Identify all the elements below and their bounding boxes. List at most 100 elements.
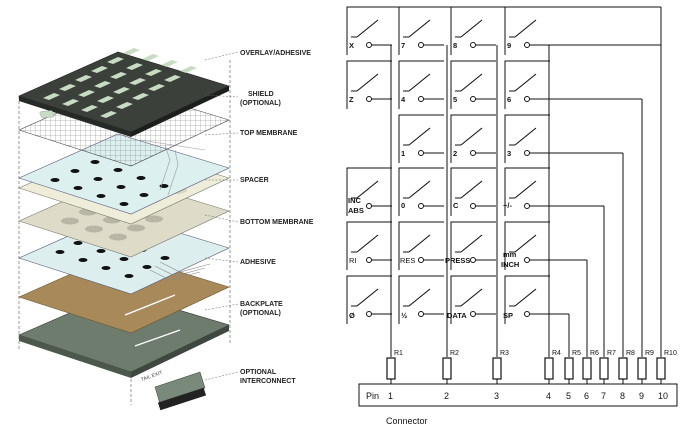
resistor-label-3: R3 (500, 350, 509, 357)
switch-frame (450, 275, 496, 324)
backplate-edge (19, 335, 131, 378)
switch-blade (408, 127, 431, 146)
switch-blade (408, 19, 431, 38)
switch-contact (366, 311, 372, 317)
switch-0-1 (398, 6, 444, 55)
exploded-stack: TAIL EXIT OVERLAY/ADHESIVE SHIELD (OPTIO… (18, 48, 314, 411)
resistor-3 (492, 357, 502, 380)
switch-4-1 (398, 221, 444, 270)
resistor-label-2: R2 (450, 350, 459, 357)
switch-blade (408, 288, 431, 307)
key-plus-minus: +/- (503, 201, 512, 210)
switch-4-3 (504, 221, 550, 270)
label-interconnect: INTERCONNECT (240, 378, 296, 385)
pin-label: Pin (366, 391, 379, 401)
switch-frame (450, 221, 496, 270)
resistor-4 (544, 357, 554, 380)
switch-contact (524, 203, 530, 209)
switch-contact (470, 203, 476, 209)
switch-frame (398, 167, 444, 216)
switch-frame (504, 114, 550, 163)
switch-contact (366, 203, 372, 209)
switch-blade (356, 19, 379, 38)
pin-6: 6 (584, 391, 589, 401)
switch-1-1 (398, 60, 444, 109)
switch-contact (524, 257, 530, 263)
switch-frame (504, 60, 550, 109)
resistor-10 (656, 357, 666, 380)
switch-1-0 (346, 60, 392, 109)
key-ri: RI (349, 256, 357, 265)
key-4: 4 (401, 95, 406, 104)
switch-frame (450, 114, 496, 163)
switch-contact (418, 150, 424, 156)
switch-0-2 (450, 6, 496, 55)
connector-body (358, 383, 678, 407)
key-sp: SP (503, 311, 513, 320)
key-z: Z (349, 95, 354, 104)
resistor-label-5: R5 (572, 350, 581, 357)
switch-1-3 (504, 60, 550, 109)
switch-schematic (346, 6, 662, 357)
switch-blade (460, 73, 483, 92)
resistor-1 (386, 357, 396, 380)
switch-blade (356, 234, 379, 253)
switch-2-2 (450, 114, 496, 163)
label-spacer: SPACER (240, 177, 269, 184)
switch-blade (408, 180, 431, 199)
switch-1-2 (450, 60, 496, 109)
switch-contact (418, 42, 424, 48)
top-membrane-contacts (50, 160, 169, 206)
key-c: C (453, 201, 459, 210)
switch-blade (356, 73, 379, 92)
label-backplate: BACKPLATE (240, 301, 283, 308)
resistor-2 (442, 357, 452, 380)
label-adhesive: ADHESIVE (240, 259, 276, 266)
switch-frame (504, 275, 550, 324)
switch-contact (524, 311, 530, 317)
overlay-keys (39, 110, 55, 119)
pin-5: 5 (566, 391, 571, 401)
switch-frame (398, 60, 444, 109)
switch-blade (408, 73, 431, 92)
switch-frame (504, 167, 550, 216)
switch-contact (524, 150, 530, 156)
switch-0-3 (504, 6, 550, 55)
switch-blade (460, 127, 483, 146)
switch-contact (366, 96, 372, 102)
label-top-membrane: TOP MEMBRANE (240, 130, 298, 137)
key-press: PRESS (445, 256, 470, 265)
key-9: 9 (507, 41, 511, 50)
switch-2-1 (398, 114, 444, 163)
key-1: 1 (401, 149, 405, 158)
key-abs: ABS (348, 206, 364, 215)
key-labels: X 7 8 9 Z 4 5 6 1 2 3 INC ABS 0 C +/- RI… (348, 41, 519, 320)
switch-contact (470, 96, 476, 102)
switch-contact (470, 150, 476, 156)
switch-blade (514, 234, 537, 253)
switch-contact (524, 42, 530, 48)
pin-1: 1 (388, 391, 393, 401)
resistor-7 (599, 357, 609, 380)
switch-5-1 (398, 275, 444, 324)
switch-5-0 (346, 275, 392, 324)
resistor-8 (618, 357, 628, 380)
switch-contact (524, 96, 530, 102)
switch-contact (418, 257, 424, 263)
switch-frame (450, 167, 496, 216)
key-res: RES (400, 256, 415, 265)
switch-blade (460, 288, 483, 307)
resistor-6 (582, 357, 592, 380)
switch-4-2 (450, 221, 496, 270)
switch-blade (514, 288, 537, 307)
pin-8: 8 (620, 391, 625, 401)
switch-4-0 (346, 221, 392, 270)
switch-frame (504, 221, 550, 270)
label-shield: SHIELD (248, 91, 274, 98)
key-0: 0 (401, 201, 405, 210)
switch-frame (398, 275, 444, 324)
resistor-label-9: R9 (645, 350, 654, 357)
switch-blade (408, 234, 431, 253)
key-inch: INCH (501, 260, 519, 269)
